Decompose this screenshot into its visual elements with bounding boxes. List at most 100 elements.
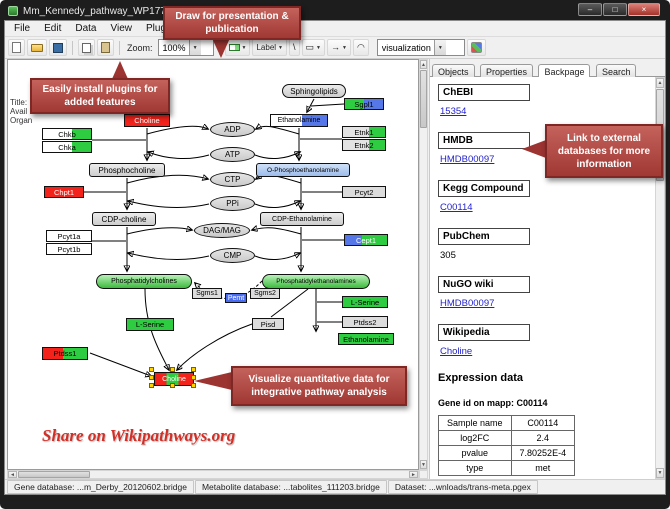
pathway-node[interactable]: CDP-choline: [92, 212, 156, 226]
pathway-node[interactable]: Sphingolipids: [282, 84, 346, 98]
pathway-node[interactable]: Pcyt1a: [46, 230, 92, 242]
pathway-node[interactable]: Choline: [124, 114, 170, 127]
toolbar-separator: [119, 40, 120, 55]
menu-data[interactable]: Data: [75, 23, 97, 34]
backpage-section-chebi: ChEBI 15354: [438, 84, 647, 119]
save-icon: [53, 42, 63, 53]
pathway-node[interactable]: Ethanolamine: [270, 114, 328, 127]
backpage-link[interactable]: Choline: [440, 346, 473, 357]
pathway-node[interactable]: DAG/MAG: [194, 223, 250, 238]
pathway-node[interactable]: L-Serine: [126, 318, 174, 331]
pathway-node[interactable]: Ptdss2: [342, 316, 388, 328]
tab-search[interactable]: Search: [595, 64, 637, 79]
app-icon: [8, 6, 18, 16]
menu-file[interactable]: File: [14, 23, 31, 34]
selection-handle[interactable]: [170, 383, 175, 388]
callout-link: Link to external databases for more info…: [545, 124, 663, 178]
selection-handle[interactable]: [149, 383, 154, 388]
pathway-node[interactable]: Sgms1: [192, 288, 222, 299]
selection-handle[interactable]: [170, 367, 175, 372]
datanode-icon: [228, 44, 240, 51]
shape-tool-dropdown[interactable]: ▭▼: [301, 39, 325, 56]
backpage-section-title: HMDB: [438, 132, 530, 149]
pathway-node[interactable]: Phosphatidylethanolamines: [262, 274, 370, 289]
pathway-node[interactable]: Pcyt1b: [46, 243, 92, 255]
selection-handle[interactable]: [149, 367, 154, 372]
pathway-node[interactable]: CDP-Ethanolamine: [260, 212, 344, 226]
visualization-combobox[interactable]: visualization ▼: [376, 39, 465, 56]
pathway-node[interactable]: Etnk1: [342, 126, 386, 138]
pathway-node[interactable]: L-Serine: [342, 296, 388, 308]
open-button[interactable]: [27, 39, 47, 56]
scroll-up-arrow[interactable]: ▲: [656, 78, 664, 88]
canvas-horizontal-scrollbar[interactable]: ◄ ►: [7, 470, 419, 479]
backpage-link[interactable]: HMDB00097: [440, 154, 495, 165]
pathway-node[interactable]: Ethanolamine: [338, 333, 394, 345]
arc-icon: ◠: [356, 42, 365, 52]
chevron-down-icon: ▼: [316, 44, 321, 51]
pathway-canvas[interactable]: Title: Avail Organ Sphingolipids Sgpl1 C…: [7, 59, 419, 470]
callout-pointer: [194, 372, 232, 390]
visualization-settings-button[interactable]: [466, 39, 486, 56]
minimize-button[interactable]: –: [578, 3, 602, 16]
selection-handle[interactable]: [191, 367, 196, 372]
scroll-left-arrow[interactable]: ◄: [8, 471, 17, 478]
pathway-node[interactable]: PPi: [210, 196, 255, 211]
pathway-node[interactable]: Pisd: [252, 318, 284, 330]
scroll-down-arrow[interactable]: ▼: [656, 468, 664, 478]
menu-bar: File Edit Data View Plugins Help: [5, 21, 665, 37]
pathway-edges: [84, 98, 345, 470]
pathway-node[interactable]: CTP: [210, 172, 255, 187]
save-button[interactable]: [49, 39, 67, 56]
callout-pointer: [212, 38, 230, 58]
pathway-node[interactable]: Pemt: [225, 293, 247, 303]
pathway-node[interactable]: Cept1: [344, 234, 388, 246]
backpage-link[interactable]: HMDB00097: [440, 298, 495, 309]
pathway-node[interactable]: Chka: [42, 141, 92, 153]
color-settings-icon: [470, 42, 482, 53]
menu-edit[interactable]: Edit: [44, 23, 62, 34]
menu-plugins[interactable]: Plugins: [139, 22, 186, 35]
horizontal-scroll-thumb[interactable]: [18, 471, 90, 478]
pathway-node[interactable]: O-Phosphoethanolamine: [256, 163, 350, 177]
canvas-vertical-scrollbar[interactable]: ▲ ▼: [419, 59, 428, 470]
close-button[interactable]: ×: [628, 3, 660, 16]
vertical-scroll-thumb[interactable]: [420, 70, 427, 128]
line-tool-button[interactable]: \: [289, 39, 300, 56]
backpage-link[interactable]: C00114: [440, 202, 473, 213]
selection-handle[interactable]: [149, 375, 154, 380]
maximize-button[interactable]: □: [603, 3, 627, 16]
scroll-down-arrow[interactable]: ▼: [420, 460, 427, 469]
menu-view[interactable]: View: [110, 23, 132, 34]
pathway-organism-label: Organ: [10, 116, 33, 125]
backpage-link[interactable]: 15354: [440, 106, 467, 117]
pathway-node[interactable]: Chpt1: [44, 186, 84, 198]
label-tool-dropdown[interactable]: Label▼: [252, 39, 287, 56]
status-bar: Gene database: ...m_Derby_20120602.bridg…: [5, 479, 665, 494]
scroll-right-arrow[interactable]: ►: [409, 471, 418, 478]
tab-objects[interactable]: Objects: [432, 64, 475, 79]
pathway-node[interactable]: CMP: [210, 248, 255, 263]
arc-tool-button[interactable]: ◠: [352, 39, 369, 56]
pathway-node[interactable]: Sgms2: [250, 288, 280, 299]
copy-button[interactable]: [78, 39, 95, 56]
tab-backpage[interactable]: Backpage: [538, 64, 591, 81]
pathway-node[interactable]: Chkb: [42, 128, 92, 140]
pathway-node[interactable]: ATP: [210, 147, 255, 162]
pathway-node[interactable]: Phosphocholine: [89, 163, 165, 177]
new-document-button[interactable]: [8, 39, 25, 56]
pathway-node[interactable]: Phosphatidylcholines: [96, 274, 192, 289]
arrow-tool-dropdown[interactable]: →▼: [326, 39, 351, 56]
pathway-node[interactable]: Ptdss1: [42, 347, 88, 360]
pathway-node[interactable]: Sgpl1: [344, 98, 384, 110]
tab-properties[interactable]: Properties: [479, 64, 533, 79]
table-cell: log2FC: [438, 430, 512, 446]
paste-button[interactable]: [97, 39, 114, 56]
zoom-combobox[interactable]: 100% ▼: [157, 39, 214, 56]
table-row: Sample name C00114: [438, 415, 576, 431]
scroll-up-arrow[interactable]: ▲: [420, 60, 427, 69]
backpage-section-nugo: NuGO wiki HMDB00097: [438, 276, 647, 311]
pathway-node[interactable]: Pcyt2: [342, 186, 386, 198]
pathway-node[interactable]: ADP: [210, 122, 255, 137]
pathway-node[interactable]: Etnk2: [342, 139, 386, 151]
